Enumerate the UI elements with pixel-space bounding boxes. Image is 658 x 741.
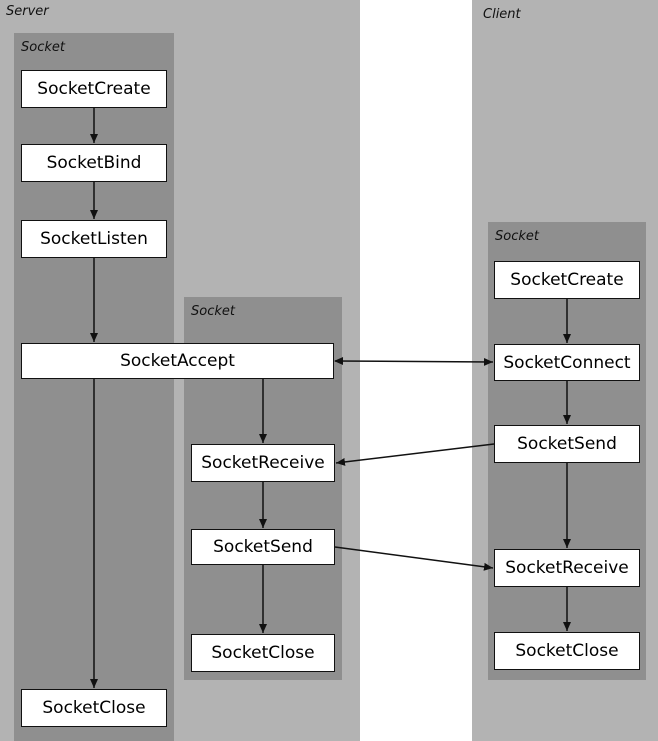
- server-socket-close-node: SocketClose: [21, 689, 167, 727]
- client-socket-send-node: SocketSend: [494, 425, 640, 463]
- client-socket-create-node: SocketCreate: [494, 261, 640, 299]
- accepted-socket-close-node: SocketClose: [191, 634, 335, 672]
- server-socket-group-title: Socket: [21, 40, 65, 55]
- server-socket-bind-node: SocketBind: [21, 144, 167, 182]
- accepted-socket-receive-node: SocketReceive: [191, 444, 335, 482]
- server-column-title: Server: [6, 4, 49, 19]
- server-socket-group: Socket: [14, 33, 174, 741]
- accepted-socket-send-node: SocketSend: [191, 529, 335, 565]
- client-socket-receive-node: SocketReceive: [494, 549, 640, 587]
- client-socket-connect-node: SocketConnect: [494, 344, 640, 381]
- server-socket-listen-node: SocketListen: [21, 220, 167, 258]
- server-socket-accept-node: SocketAccept: [21, 343, 334, 379]
- server-socket-create-node: SocketCreate: [21, 70, 167, 108]
- client-column-title: Client: [483, 7, 521, 22]
- accepted-socket-group-title: Socket: [191, 304, 235, 319]
- client-socket-close-node: SocketClose: [494, 632, 640, 670]
- client-socket-group-title: Socket: [495, 229, 539, 244]
